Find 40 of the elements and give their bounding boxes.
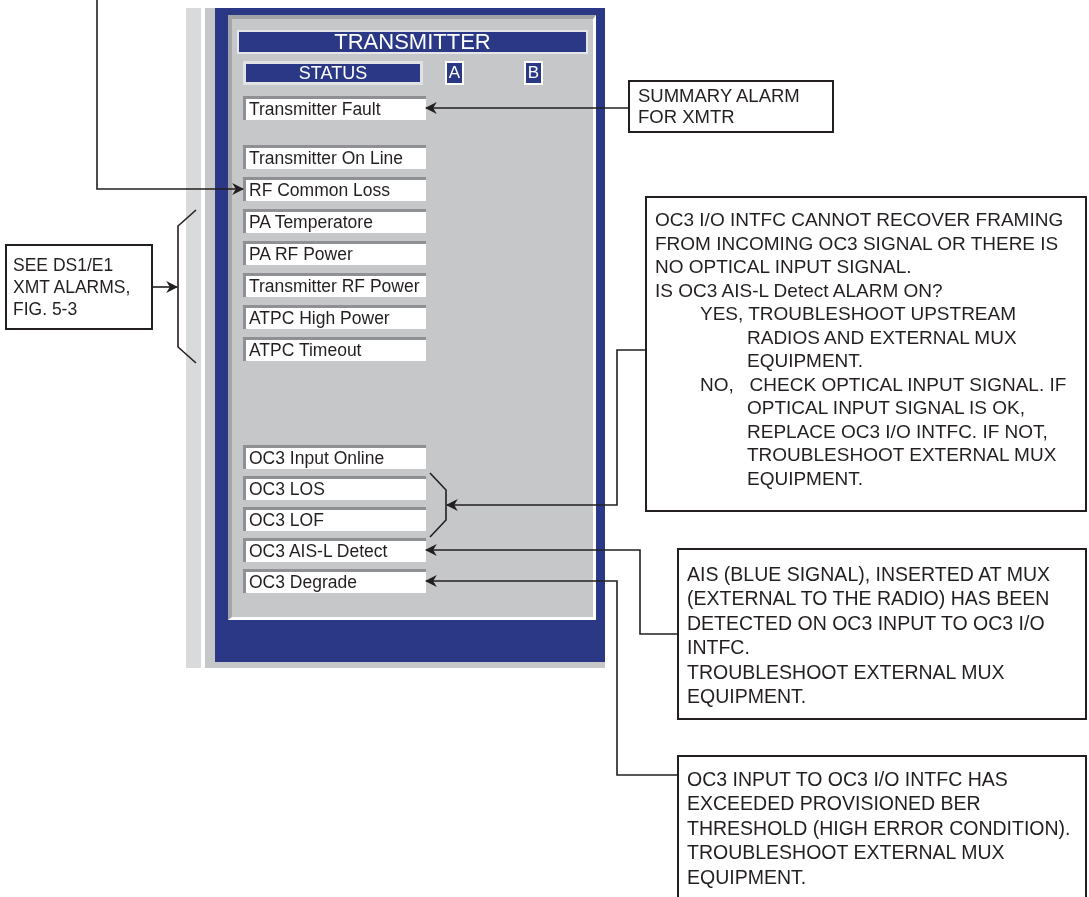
status-indicator: OC3 LOS	[243, 476, 426, 500]
callout-box	[628, 80, 834, 133]
status-indicator: PA Temperatore	[243, 209, 426, 233]
arrow	[152, 281, 179, 293]
status-indicator: OC3 LOF	[243, 507, 426, 531]
arrow	[445, 349, 646, 511]
column-tag: A	[445, 61, 464, 85]
callout-text: SEE DS1/E1 XMT ALARMS, FIG. 5-3	[13, 254, 132, 320]
callout-text: YES, TROUBLESHOOT UPSTREAM RADIOS AND EXTERNAL MUX EQUIPMENT.	[699, 302, 1018, 373]
callout-text: NO, CHECK OPTICAL INPUT SIGNAL. IF OPTICAL INPUT SIGNAL IS OK, REPLACE OC3 I/O INTFC. IF NOT, TROUBLESHOOT EXTERNAL MUX EQUIPMENT.	[699, 372, 1068, 490]
callout-text: TROUBLESHOOT EXTERNAL MUX EQUIPMENT.	[687, 840, 1006, 890]
status-indicator: Transmitter Fault	[243, 96, 426, 120]
callout-text: OC3 I/O INTFC CANNOT RECOVER FRAMING FROM INCOMING OC3 SIGNAL OR THERE IS NO OPTICAL INPUT SIGNAL.	[655, 208, 1065, 279]
callout-text: OC3 INPUT TO OC3 I/O INTFC HAS EXCEEDED PROVISIONED BER THRESHOLD (HIGH ERROR CONDITION).	[687, 767, 1072, 841]
arrow	[424, 575, 678, 776]
callout-text: AIS (BLUE SIGNAL), INSERTED AT MUX (EXTERNAL TO THE RADIO) HAS BEEN DETECTED ON OC3 INPUT TO OC3 I/O INTFC.	[687, 562, 1051, 660]
arrow	[424, 102, 629, 114]
callout-box	[677, 548, 1087, 720]
status-indicator: Transmitter On Line	[243, 145, 426, 169]
status-indicator: OC3 AIS-L Detect	[243, 538, 426, 562]
callout-box	[645, 196, 1087, 512]
callout-box	[5, 244, 153, 330]
status-indicator: ATPC High Power	[243, 305, 426, 329]
bracket	[430, 472, 447, 538]
status-header: STATUS	[243, 61, 423, 85]
callout-text: IS OC3 AIS-L Detect ALARM ON?	[655, 278, 944, 302]
status-indicator: PA RF Power	[243, 241, 426, 265]
callout-box	[677, 755, 1087, 897]
column-tag: B	[524, 61, 543, 85]
status-indicator: Transmitter RF Power	[243, 273, 426, 297]
callout-text: SUMMARY ALARM FOR XMTR	[638, 85, 801, 127]
callout-text: TROUBLESHOOT EXTERNAL MUX EQUIPMENT.	[687, 659, 1006, 709]
status-indicator: RF Common Loss	[243, 177, 426, 201]
arrow	[424, 544, 678, 635]
panel-title: TRANSMITTER	[237, 30, 588, 54]
arrow	[96, 0, 245, 195]
status-indicator: OC3 Degrade	[243, 569, 426, 593]
bracket	[177, 210, 197, 363]
status-indicator: OC3 Input Online	[243, 445, 426, 469]
status-indicator: ATPC Timeout	[243, 337, 426, 361]
